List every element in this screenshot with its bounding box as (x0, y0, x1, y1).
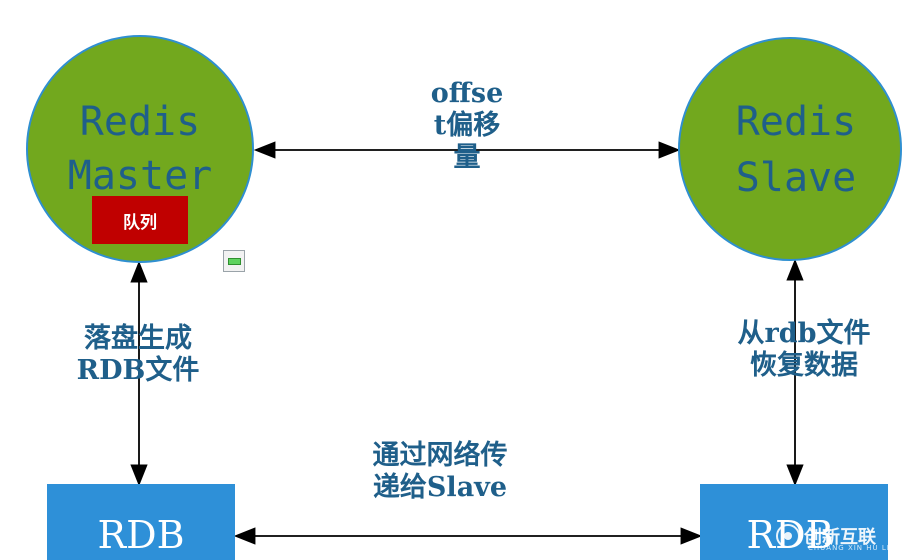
watermark-text: 创新互联 (804, 527, 876, 548)
edge-bottom-line1: 通过网络传 (372, 440, 508, 471)
edge-top-line2: t偏移 (433, 109, 501, 141)
redis-master-node[interactable] (26, 35, 254, 263)
collapse-button[interactable] (223, 250, 245, 272)
edge-top-line3: 量 (453, 141, 481, 173)
edge-right-line1: 从rdb文件 (737, 318, 871, 349)
slave-label-line2: Slave (736, 155, 856, 201)
edge-bottom-line2: 递给Slave (372, 471, 508, 503)
edge-right-label: 从rdb文件 恢复数据 (712, 318, 896, 382)
minus-icon (227, 257, 241, 265)
master-label-line2: Master (68, 153, 213, 199)
edge-right-line2: 恢复数据 (750, 349, 858, 381)
edge-top-label: offse t偏移 量 (412, 78, 522, 174)
edge-top-line1: offse (430, 78, 504, 109)
watermark-subtext: CHUANG XIN HU LIAN (808, 544, 902, 552)
watermark-logo-icon (776, 524, 800, 548)
watermark: 创新互联 (776, 516, 906, 556)
master-label-line1: Redis (80, 99, 200, 145)
queue-badge: 队列 (92, 196, 188, 244)
redis-slave-node[interactable] (678, 37, 902, 261)
rdb-left-label: RDB (97, 513, 184, 557)
rdb-right-box[interactable] (700, 484, 888, 560)
edge-left-label: 落盘生成 RDB文件 (58, 323, 218, 387)
edge-left-line2: RDB文件 (76, 354, 200, 386)
edge-bottom-label: 通过网络传 递给Slave (330, 440, 550, 504)
slave-label-line1: Redis (736, 99, 856, 145)
rdb-left-box[interactable] (47, 484, 235, 560)
edge-left-line1: 落盘生成 (84, 323, 192, 354)
